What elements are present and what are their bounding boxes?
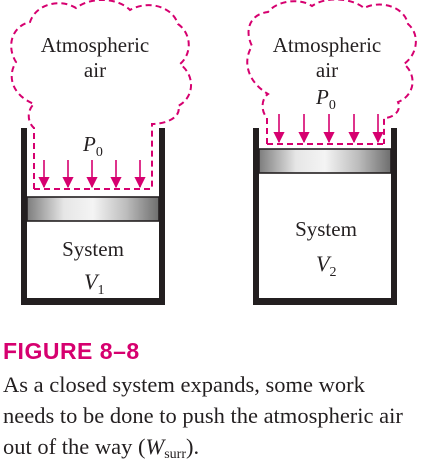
- right-pressure-label: P0: [315, 85, 336, 113]
- right-panel: Atmospheric air P0 System V2: [246, 0, 417, 305]
- piston-cylinder-diagram: Atmospheric air P0 System V1 Atmospheric…: [10, 0, 417, 305]
- right-volume-label: V2: [316, 251, 336, 280]
- left-panel: Atmospheric air P0 System V1: [10, 0, 192, 305]
- left-air-label-line2: air: [84, 58, 106, 82]
- figure-caption: As a closed system expands, some work ne…: [3, 369, 421, 462]
- left-pressure-label: P0: [82, 132, 103, 160]
- right-piston: [258, 148, 392, 174]
- left-air-cloud: [10, 0, 192, 189]
- left-system-label: System: [62, 237, 124, 261]
- right-pressure-arrows: [273, 114, 384, 144]
- caption-symbol: W: [145, 434, 165, 459]
- right-air-cloud: [246, 0, 417, 144]
- left-volume-label: V1: [84, 269, 104, 298]
- caption-end: ).: [186, 434, 200, 459]
- right-air-label-line2: air: [316, 58, 338, 82]
- caption-subscript: surr: [164, 447, 186, 462]
- figure-number: FIGURE 8–8: [3, 338, 140, 364]
- left-piston: [26, 196, 160, 222]
- right-system-label: System: [295, 217, 357, 241]
- right-air-label-line1: Atmospheric: [273, 33, 381, 57]
- left-pressure-arrows: [38, 160, 146, 189]
- caption-text: As a closed system expands, some work ne…: [3, 372, 403, 459]
- left-air-label-line1: Atmospheric: [41, 33, 149, 57]
